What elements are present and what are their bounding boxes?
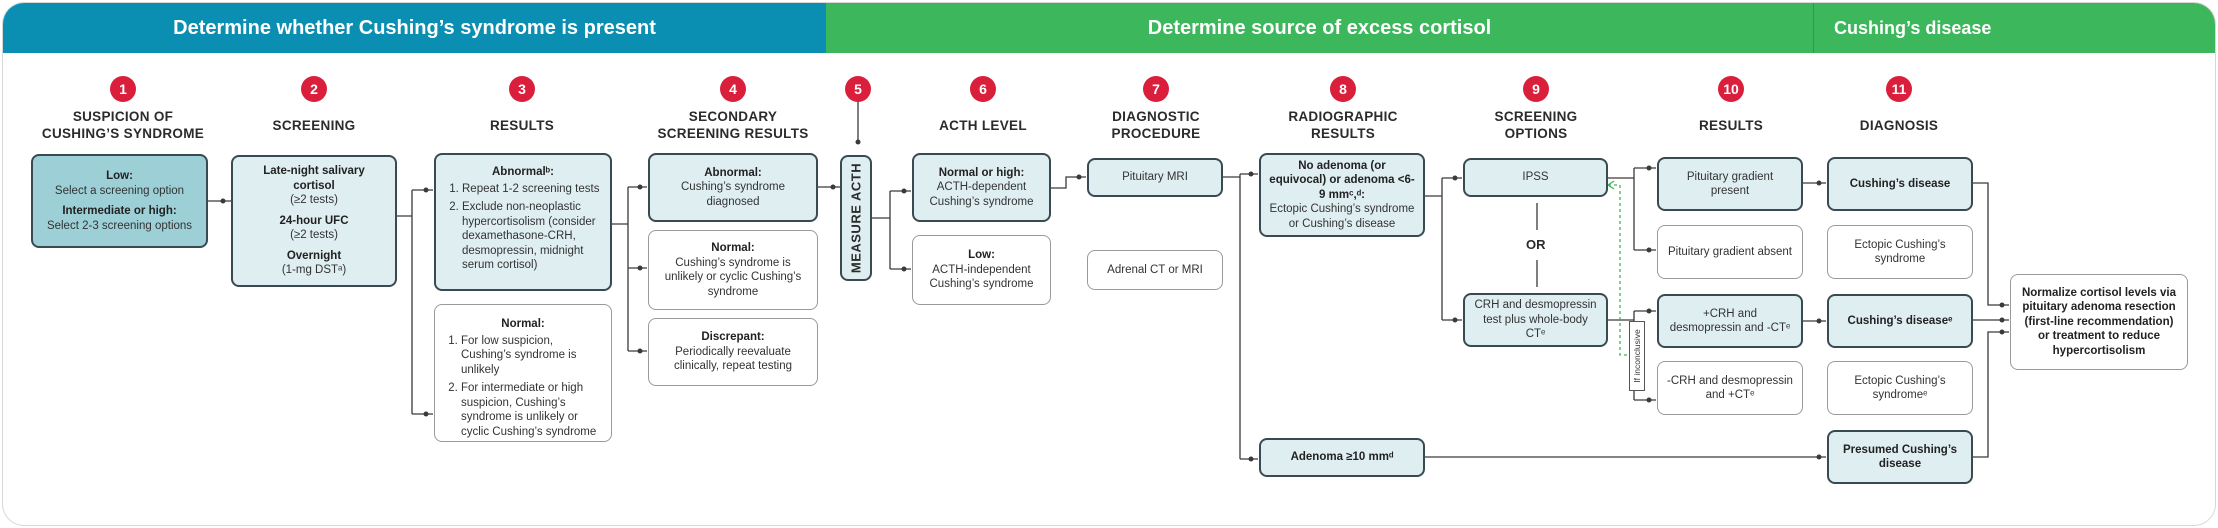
- results-abnormal-box: Abnormalᵇ: Repeat 1-2 screening tests Ex…: [434, 153, 612, 291]
- banner-cushings-disease: Cushing’s disease: [1834, 17, 1992, 38]
- adenoma-10mm-box: Adenoma ≥10 mmᵈ: [1259, 438, 1425, 477]
- step-number-badge: 8: [1330, 76, 1356, 102]
- measure-acth-box: MEASURE ACTH: [840, 155, 872, 281]
- step-number-badge: 2: [301, 76, 327, 102]
- banner-divider: [1813, 3, 1814, 53]
- gradient-absent-box: Pituitary gradient absent: [1657, 225, 1803, 279]
- step-title: DIAGNOSIS: [1859, 118, 1939, 133]
- secondary-discrepant-box: Discrepant: Periodically reevaluate clin…: [648, 318, 818, 386]
- pituitary-mri-box: Pituitary MRI: [1087, 158, 1223, 197]
- step-number-badge: 5: [845, 76, 871, 102]
- step-number-badge: 9: [1523, 76, 1549, 102]
- ipss-box: IPSS: [1463, 158, 1608, 197]
- step-title: SCREENING: [272, 118, 356, 133]
- no-adenoma-box: No adenoma (or equivocal) or adenoma <6-…: [1259, 153, 1425, 237]
- results-normal-box: Normal: For low suspicion, Cushing’s syn…: [434, 304, 612, 442]
- diagnosis-cushings-disease-2-box: Cushing’s diseaseᵉ: [1827, 294, 1973, 348]
- treatment-box: Normalize cortisol levels via pituitary …: [2010, 274, 2188, 370]
- adrenal-ct-box: Adrenal CT or MRI: [1087, 250, 1223, 290]
- banner-determine-presence: Determine whether Cushing’s syndrome is …: [3, 3, 826, 53]
- diagnosis-ectopic-box: Ectopic Cushing’s syndrome: [1827, 225, 1973, 279]
- diagnosis-ectopic-2-box: Ectopic Cushing’s syndromeᵉ: [1827, 361, 1973, 415]
- step-number-badge: 1: [110, 76, 136, 102]
- step-title: RESULTS: [1698, 118, 1764, 133]
- crh-negative-box: -CRH and desmopressin and +CTᵉ: [1657, 361, 1803, 415]
- diagnosis-presumed-box: Presumed Cushing’s disease: [1827, 430, 1973, 484]
- if-inconclusive-label: If inconclusive: [1629, 321, 1645, 391]
- or-label: OR: [1526, 237, 1546, 252]
- step-number-badge: 6: [970, 76, 996, 102]
- step-title: RESULTS: [489, 118, 555, 133]
- suspicion-box: Low: Select a screening option Intermedi…: [31, 154, 208, 248]
- screening-box: Late-night salivary cortisol (≥2 tests) …: [231, 155, 397, 287]
- step-number-badge: 4: [720, 76, 746, 102]
- secondary-normal-box: Normal: Cushing’s syndrome is unlikely o…: [648, 230, 818, 310]
- acth-low-box: Low: ACTH-independent Cushing’s syndrome: [912, 235, 1051, 305]
- crh-test-box: CRH and desmopressin test plus whole-bod…: [1463, 293, 1608, 347]
- acth-high-box: Normal or high: ACTH-dependent Cushing’s…: [912, 153, 1051, 222]
- step-title: ACTH LEVEL: [939, 118, 1027, 133]
- banner-determine-source: Determine source of excess cortisol Cush…: [826, 3, 2215, 53]
- secondary-abnormal-box: Abnormal: Cushing’s syndrome diagnosed: [648, 153, 818, 222]
- step-number-badge: 3: [509, 76, 535, 102]
- step-number-badge: 11: [1886, 76, 1912, 102]
- step-number-badge: 10: [1718, 76, 1744, 102]
- diagnosis-cushings-disease-box: Cushing’s disease: [1827, 157, 1973, 211]
- step-number-badge: 7: [1143, 76, 1169, 102]
- crh-positive-box: +CRH and desmopressin and -CTᵉ: [1657, 294, 1803, 348]
- gradient-present-box: Pituitary gradient present: [1657, 157, 1803, 211]
